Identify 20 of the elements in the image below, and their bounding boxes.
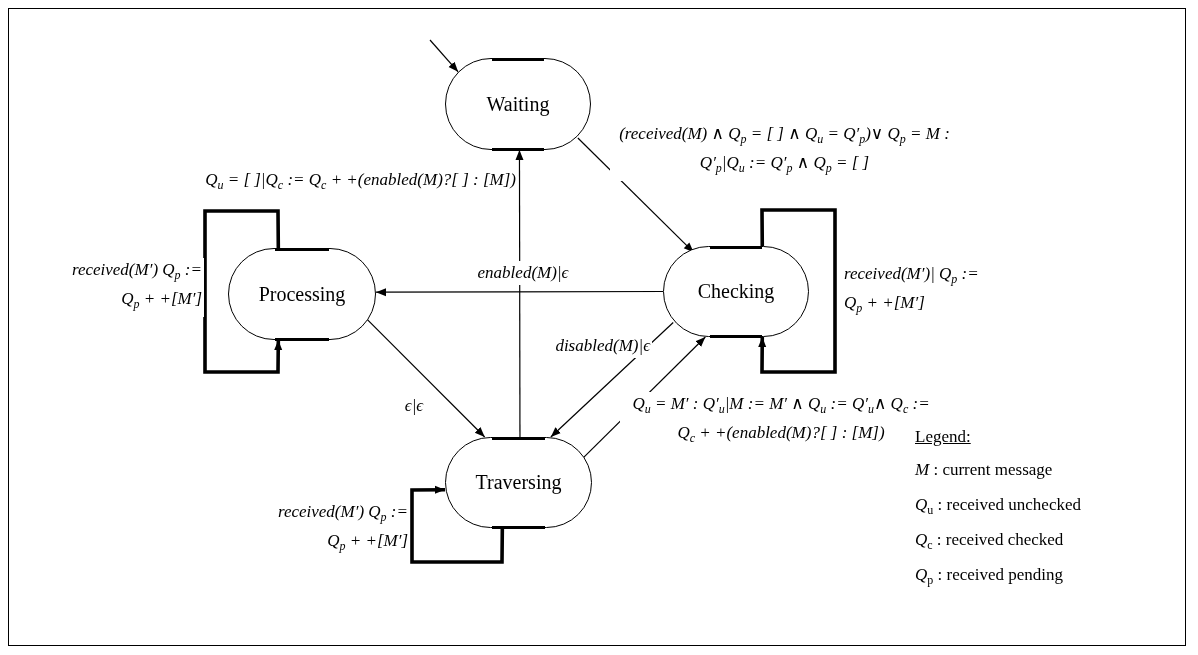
state-node (663, 246, 809, 337)
state-name: Waiting (486, 92, 550, 116)
transition-arrow (515, 149, 524, 438)
legend-entry: Q$_{p}$ : received pending (915, 564, 1064, 590)
legend-title: Legend: (915, 426, 971, 448)
self-loop-arrow (410, 485, 505, 564)
transition-arrow (577, 137, 695, 253)
transition-arrow (365, 317, 486, 438)
state-node (228, 248, 376, 340)
transition-arrow (375, 288, 664, 297)
legend-entry: Q$_{c}$ : received checked (915, 529, 1064, 555)
state-node (445, 437, 592, 528)
state-name: Checking (697, 280, 775, 303)
legend-entry: M : current message (915, 459, 1053, 481)
state-name: Traversing (475, 471, 562, 494)
self-loop-arrow (203, 209, 283, 374)
state-name: Processing (258, 282, 346, 306)
legend-entry: Q$_{u}$ : received unchecked (915, 494, 1081, 520)
transition-arrow (429, 39, 459, 73)
self-loop-arrow (758, 208, 837, 374)
